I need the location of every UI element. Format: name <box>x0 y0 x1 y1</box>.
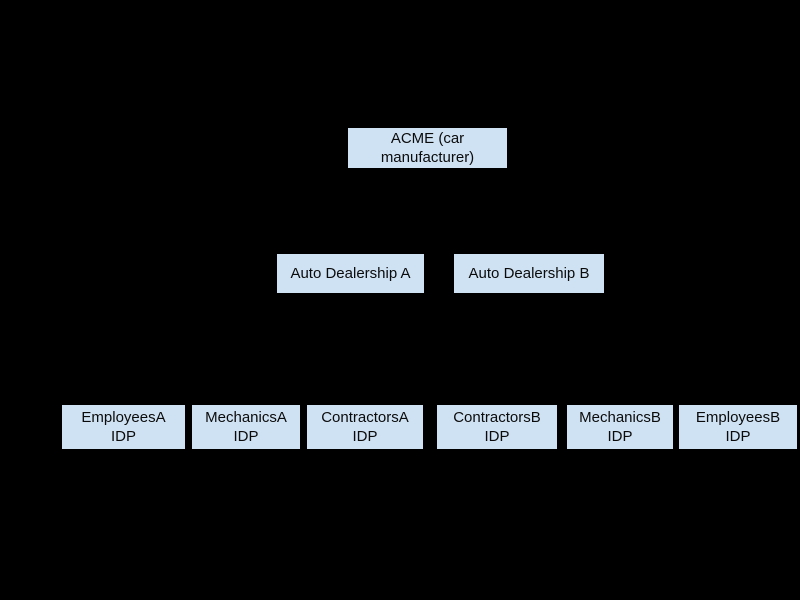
node-contractors-a-idp: ContractorsA IDP <box>307 405 423 449</box>
node-acme-root: ACME (car manufacturer) <box>348 128 507 168</box>
node-employees-b-idp: EmployeesB IDP <box>679 405 797 449</box>
node-auto-dealership-b: Auto Dealership B <box>454 254 604 293</box>
node-auto-dealership-a: Auto Dealership A <box>277 254 424 293</box>
node-mechanics-a-idp: MechanicsA IDP <box>192 405 300 449</box>
node-contractors-b-idp: ContractorsB IDP <box>437 405 557 449</box>
node-employees-a-idp: EmployeesA IDP <box>62 405 185 449</box>
node-mechanics-b-idp: MechanicsB IDP <box>567 405 673 449</box>
